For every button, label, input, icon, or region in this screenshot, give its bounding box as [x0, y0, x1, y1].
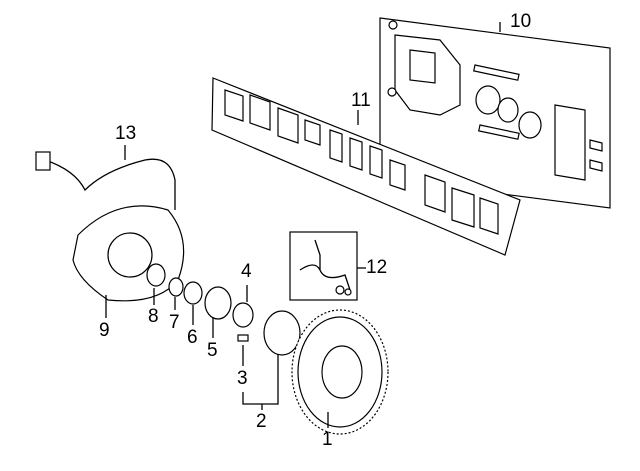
brake-rotor: [291, 309, 389, 435]
callout-13: 13: [115, 123, 137, 144]
part-7: [168, 277, 184, 297]
sensor-connector: [35, 151, 51, 171]
callout-3: 3: [237, 368, 248, 389]
callout-8: 8: [148, 306, 159, 327]
callout-11: 11: [351, 90, 371, 111]
caliper-assembly-box: [379, 17, 611, 209]
callout-6: 6: [187, 327, 198, 348]
part-4: [232, 302, 254, 328]
bolt-3: [237, 334, 249, 342]
callout-10: 10: [510, 11, 532, 32]
brake-pad-kit-box: [211, 77, 521, 256]
callout-12: 12: [366, 257, 388, 278]
bearing-5: [204, 286, 232, 320]
callout-9: 9: [99, 320, 110, 341]
part-8: [146, 263, 166, 287]
callout-4: 4: [241, 261, 252, 282]
callout-7: 7: [169, 312, 180, 333]
callout-2: 2: [256, 411, 267, 432]
brake-hose-box: [289, 231, 358, 301]
callout-5: 5: [207, 340, 218, 361]
part-6: [183, 281, 203, 305]
hub-2: [263, 310, 301, 356]
callout-1: 1: [322, 429, 333, 450]
leader-lines: [105, 22, 501, 428]
abs-sensor-wire: [44, 158, 176, 210]
